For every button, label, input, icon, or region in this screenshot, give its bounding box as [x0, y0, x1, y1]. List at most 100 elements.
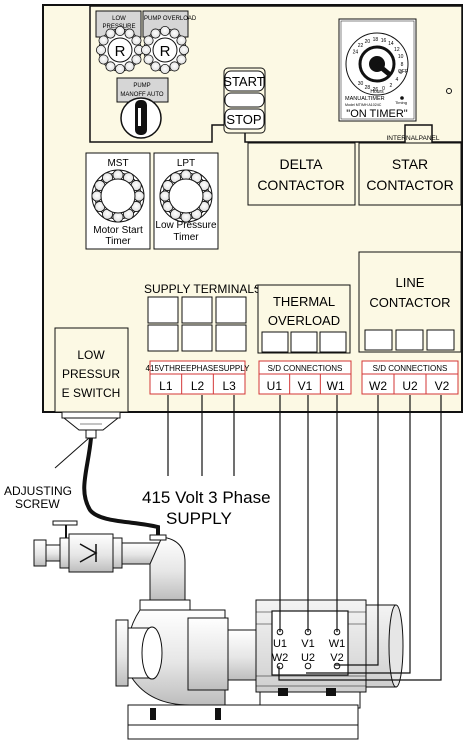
adjusting-screw-label-2: SCREW	[15, 497, 60, 511]
thermal-overload-label-1: THERMAL	[273, 294, 335, 309]
star-contactor-label-1: STAR	[392, 156, 428, 172]
discharge-pipe	[121, 534, 186, 601]
motor-terminal-stud	[276, 662, 284, 670]
timer-dial-number: 4	[395, 77, 398, 83]
motor-terminal-w2: W2	[272, 652, 289, 664]
panel-latch	[446, 88, 452, 94]
timer-dial-number: 6	[399, 70, 402, 76]
timer-off-label: OFF	[398, 69, 408, 75]
check-valve-assembly	[33, 533, 123, 573]
terminal-label-l2: L2	[191, 379, 205, 393]
delta-contactor-label-1: DELTA	[279, 156, 323, 172]
lps-label-3: E SWITCH	[62, 386, 121, 400]
timer-dial-number: 18	[373, 37, 379, 43]
delta-contactor-label-2: CONTACTOR	[257, 177, 344, 193]
supply-terminal-strip: 415VTHREEPHASESUPPLY L1 L2 L3	[146, 360, 251, 395]
stop-button[interactable]: STOP	[224, 108, 265, 130]
adjusting-screw-pointer	[54, 437, 90, 469]
lps-base	[61, 411, 121, 419]
timer-manual-label: MANUALTIMER	[345, 96, 385, 102]
timer-dial-number: 26	[373, 87, 379, 93]
star-contactor-label-2: CONTACTOR	[366, 177, 453, 193]
motor-terminal-v1: V1	[301, 638, 314, 650]
spare-button	[224, 92, 265, 108]
timer-dial-number: 8	[401, 62, 404, 68]
timer-dial-number: 14	[388, 41, 394, 47]
adjusting-screw-label-1: ADJUSTING	[4, 484, 72, 498]
low-pressure-label-1: LOW	[112, 16, 126, 22]
pump-casing	[115, 599, 261, 706]
lpt-label-2: Timer	[173, 232, 199, 243]
timer-dial-number: 28	[365, 85, 371, 91]
pump-mode-selector[interactable]: PUMP MANOFF AUTO	[116, 77, 169, 139]
selector-label-1: PUMP	[133, 83, 150, 89]
timer-dial-number: 22	[358, 43, 364, 49]
mst-label-2: Timer	[105, 236, 131, 247]
adjusting-screw-body	[85, 429, 97, 439]
stop-button-label: STOP	[226, 112, 261, 127]
timer-timing-label: Timing	[395, 100, 407, 105]
mst-timer[interactable]: MST Motor Start Timer	[85, 152, 151, 250]
line-contactor-label-2: CONTACTOR	[369, 295, 450, 310]
supply-wires	[167, 395, 235, 476]
timer-dial-number: 10	[398, 54, 404, 60]
pump-overload-reset[interactable]: PUMP OVERLOAD R	[140, 10, 197, 75]
sd-wires	[278, 395, 442, 681]
lpt-code: LPT	[177, 158, 195, 169]
strip-title: 415VTHREEPHASESUPPLY	[146, 364, 251, 373]
lps-label-1: LOW	[77, 348, 105, 362]
supply-terminals-label: SUPPLY TERMINALS	[144, 282, 262, 296]
gate-valve-handle	[52, 520, 78, 538]
pump-overload-label: PUMP OVERLOAD	[144, 16, 197, 22]
supply-caption-1: 415 Volt 3 Phase	[142, 488, 271, 507]
timer-model-label: Model MTIMH A1024C	[345, 103, 382, 107]
motor-base	[127, 688, 361, 740]
pump-overload-knob-label: R	[160, 43, 171, 60]
mst-label-1: Motor Start	[93, 225, 143, 236]
thermal-overload-label-2: OVERLOAD	[268, 313, 340, 328]
strip-title: S/D CONNECTIONS	[373, 364, 448, 373]
lps-label-2: PRESSUR	[62, 367, 120, 381]
motor-terminal-v2: V2	[330, 652, 343, 664]
thermal-overload: THERMAL OVERLOAD	[257, 284, 351, 354]
motor-terminal-u1: U1	[273, 638, 287, 650]
low-pressure-knob-label: R	[115, 43, 126, 60]
lpt-label-1: Low Pressure	[155, 220, 217, 231]
timer-dial-number: 30	[358, 81, 364, 87]
selector-label-2: MANOFF AUTO	[120, 92, 164, 98]
line-contactor: LINE CONTACTOR	[358, 251, 462, 353]
supply-terminal-blocks	[147, 296, 247, 352]
delta-contactor: DELTA CONTACTOR	[247, 142, 356, 206]
strip-title: S/D CONNECTIONS	[268, 364, 343, 373]
terminal-label-l1: L1	[159, 379, 173, 393]
terminal-label-w1: W1	[327, 379, 345, 393]
internal-panel-label: INTERNALPANEL	[387, 135, 440, 142]
motor-terminal-w1: W1	[329, 638, 346, 650]
motor-terminal-u2: U2	[301, 652, 315, 664]
sensing-hose	[82, 437, 160, 535]
mst-code: MST	[107, 158, 128, 169]
timer-dial-number: 12	[394, 47, 400, 53]
timer-dial-number: 20	[365, 39, 371, 45]
timer-caption: "ON TIMER"	[346, 108, 407, 120]
timer-hours-label: Hours	[370, 89, 384, 95]
start-button[interactable]: START	[223, 70, 265, 92]
supply-caption-2: SUPPLY	[166, 509, 232, 528]
motor-terminal-stud	[304, 662, 312, 670]
motor-terminal-stud	[333, 662, 341, 670]
terminal-label-l3: L3	[222, 379, 236, 393]
terminal-label-w2: W2	[369, 379, 387, 393]
timer-dial-number: 0	[382, 86, 385, 92]
motor	[255, 599, 404, 693]
lpt-timer[interactable]: LPT Low Pressure Timer	[153, 152, 219, 250]
start-button-label: START	[223, 74, 264, 89]
terminal-label-u2: U2	[402, 379, 418, 393]
timer-indicator	[400, 96, 404, 100]
